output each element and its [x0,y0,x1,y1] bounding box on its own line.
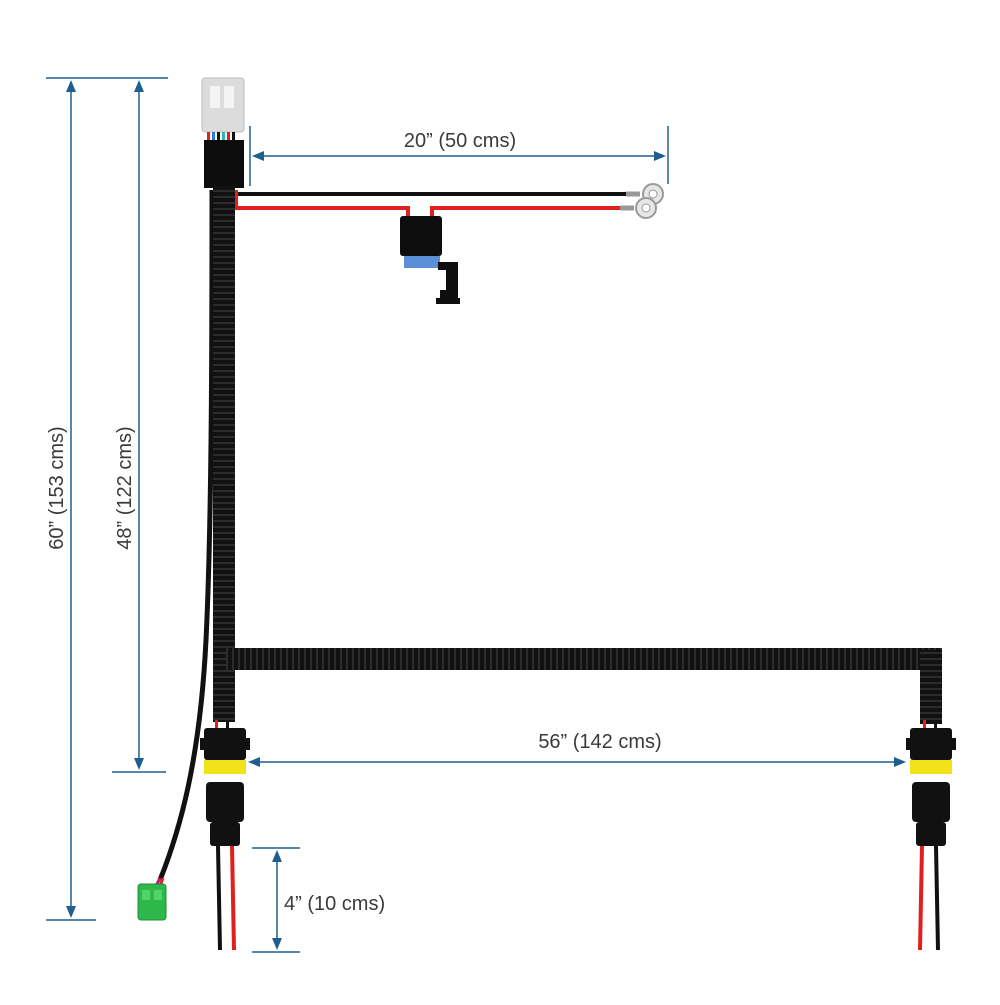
cross-loom-horizontal [226,648,942,670]
power-lead [234,190,640,220]
harness-length-label: 48” (122 cms) [114,426,136,549]
dimension-overall [46,77,168,921]
inline-fuse-holder [400,216,460,304]
dimension-pigtail [252,847,300,953]
main-loom-vertical [213,186,235,722]
dimension-harness [112,80,166,773]
dimension-power-lead [249,126,669,186]
relay-plug-connector [201,77,245,188]
switch-lead [154,189,215,887]
power-lead-length-label: 20” (50 cms) [404,130,516,152]
battery-ring-terminals [620,183,664,219]
light-spacing-label: 56” (142 cms) [538,731,661,753]
switch-connector [137,883,167,921]
overall-length-label: 60” (153 cms) [46,426,68,549]
left-light-connector [200,720,250,951]
right-light-connector [906,720,956,951]
dimension-light-spacing [248,757,906,767]
right-loom-vertical [920,650,942,724]
pigtail-length-label: 4” (10 cms) [284,893,385,915]
